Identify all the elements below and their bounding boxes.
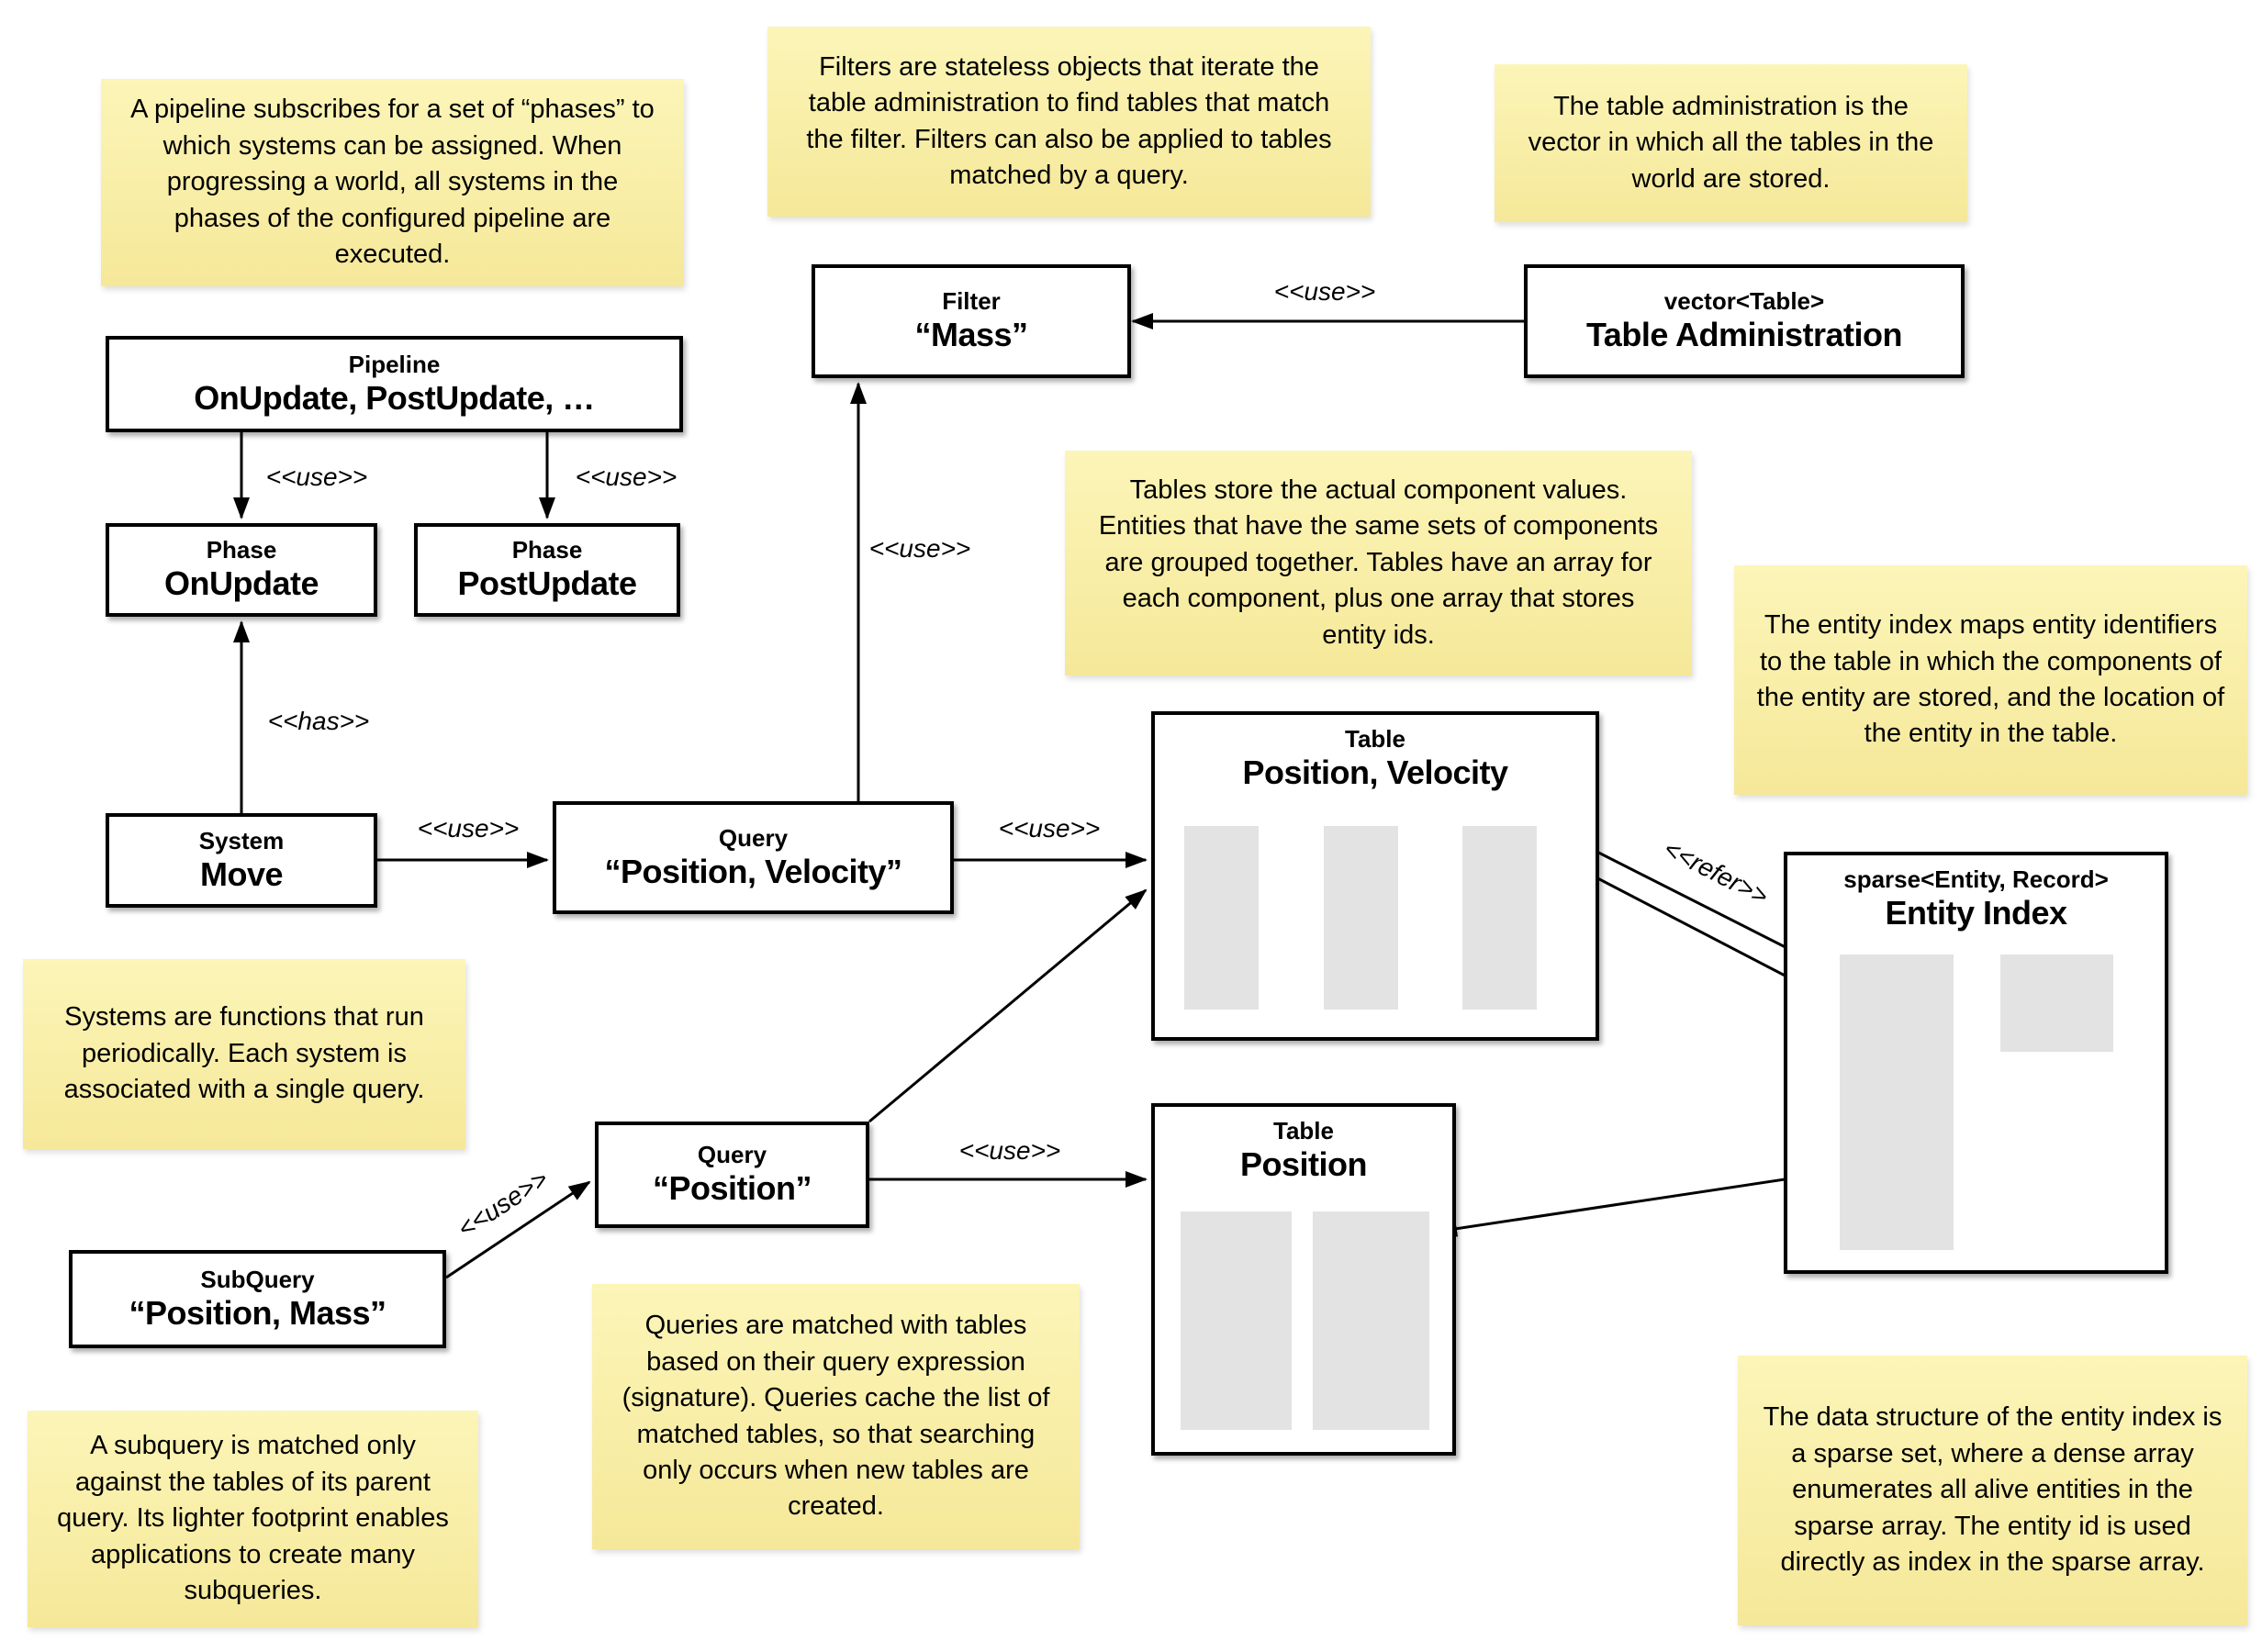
note-filters: Filters are stateless objects that itera…: [767, 27, 1371, 217]
box-system-move-header: System: [198, 826, 285, 854]
component-array-2: [1324, 826, 1398, 1010]
label-has-system-phase: <<has>>: [267, 707, 370, 735]
note-pipeline: A pipeline subscribes for a set of “phas…: [101, 79, 684, 286]
box-table-position-velocity-title: Position, Velocity: [1242, 753, 1508, 791]
box-phase-onupdate: Phase OnUpdate: [106, 523, 377, 617]
box-query-position-velocity: Query “Position, Velocity”: [553, 801, 954, 914]
box-system-move: System Move: [106, 813, 377, 908]
box-system-move-title: Move: [199, 854, 284, 893]
label-use-system-query: <<use>>: [417, 814, 520, 843]
box-phase-postupdate-title: PostUpdate: [457, 564, 637, 603]
label-refer-entityindex-table: <<refer>>: [1659, 833, 1774, 911]
box-subquery-title: “Position, Mass”: [129, 1293, 386, 1332]
note-pipeline-text: A pipeline subscribes for a set of “phas…: [130, 95, 655, 270]
label-use-query-tableposvel: <<use>>: [998, 814, 1101, 843]
note-table-administration-text: The table administration is the vector i…: [1528, 91, 1934, 194]
box-entity-index-header: sparse<Entity, Record>: [1843, 865, 2109, 893]
note-systems: Systems are functions that run periodica…: [23, 959, 465, 1149]
box-phase-postupdate-header: Phase: [511, 536, 583, 564]
note-entity-index-text: The entity index maps entity identifiers…: [1756, 610, 2225, 749]
note-sparse-set-text: The data structure of the entity index i…: [1763, 1402, 2223, 1578]
note-entity-index: The entity index maps entity identifiers…: [1734, 565, 2247, 795]
entity-id-array: [1313, 1211, 1429, 1430]
note-sparse-set: The data structure of the entity index i…: [1738, 1356, 2247, 1625]
box-phase-onupdate-header: Phase: [206, 536, 277, 564]
box-query-position-header: Query: [697, 1141, 767, 1169]
note-queries-text: Queries are matched with tables based on…: [621, 1311, 1050, 1522]
box-table-position-header: Table: [1273, 1117, 1334, 1144]
box-table-administration: vector<Table> Table Administration: [1524, 264, 1965, 378]
label-use-pipeline-postupdate: <<use>>: [575, 463, 677, 491]
note-subquery: A subquery is matched only against the t…: [28, 1411, 478, 1627]
box-filter-mass-title: “Mass”: [914, 316, 1028, 354]
box-table-administration-title: Table Administration: [1585, 316, 1903, 354]
label-use-tableadmin-filter: <<use>>: [1273, 277, 1376, 306]
box-table-position-velocity-header: Table: [1345, 725, 1405, 753]
box-pipeline-header: Pipeline: [348, 350, 441, 378]
box-query-position-velocity-header: Query: [718, 823, 789, 852]
box-pipeline-title: OnUpdate, PostUpdate, …: [194, 378, 595, 417]
box-subquery: SubQuery “Position, Mass”: [69, 1250, 446, 1348]
arrow-entityindex-to-tablepos: [1435, 1169, 1841, 1237]
label-use-query-filter: <<use>>: [868, 534, 971, 563]
box-entity-index: sparse<Entity, Record> Entity Index: [1784, 852, 2168, 1274]
label-use-query-tablepos: <<use>>: [958, 1136, 1061, 1165]
component-array: [1181, 1211, 1292, 1430]
dense-array: [2000, 954, 2113, 1052]
label-use-pipeline-onupdate: <<use>>: [265, 463, 368, 491]
note-systems-text: Systems are functions that run periodica…: [63, 1002, 425, 1105]
box-phase-onupdate-title: OnUpdate: [163, 564, 319, 603]
box-filter-mass-header: Filter: [942, 287, 1001, 316]
box-entity-index-title: Entity Index: [1885, 893, 2067, 932]
note-table-administration: The table administration is the vector i…: [1495, 64, 1967, 222]
label-use-subquery-query: <<use>>: [452, 1164, 554, 1244]
note-subquery-text: A subquery is matched only against the t…: [57, 1431, 449, 1606]
box-phase-postupdate: Phase PostUpdate: [414, 523, 680, 617]
box-filter-mass: Filter “Mass”: [812, 264, 1131, 378]
box-query-position-title: “Position”: [653, 1169, 812, 1208]
note-filters-text: Filters are stateless objects that itera…: [806, 51, 1332, 190]
box-table-position-title: Position: [1240, 1144, 1368, 1183]
entity-id-array: [1462, 826, 1537, 1010]
note-queries: Queries are matched with tables based on…: [592, 1284, 1080, 1549]
box-table-position-velocity: Table Position, Velocity: [1151, 711, 1599, 1041]
arrow-querypos-to-tableposvel: [868, 888, 1148, 1123]
box-subquery-header: SubQuery: [200, 1265, 315, 1293]
box-table-position: Table Position: [1151, 1103, 1456, 1456]
box-table-administration-header: vector<Table>: [1663, 287, 1825, 316]
sparse-array: [1840, 954, 1954, 1250]
box-query-position: Query “Position”: [595, 1122, 869, 1228]
note-tables: Tables store the actual component values…: [1065, 451, 1692, 675]
component-array-1: [1184, 826, 1259, 1010]
box-query-position-velocity-title: “Position, Velocity”: [604, 852, 902, 890]
box-pipeline: Pipeline OnUpdate, PostUpdate, …: [106, 336, 683, 432]
note-tables-text: Tables store the actual component values…: [1098, 474, 1659, 650]
